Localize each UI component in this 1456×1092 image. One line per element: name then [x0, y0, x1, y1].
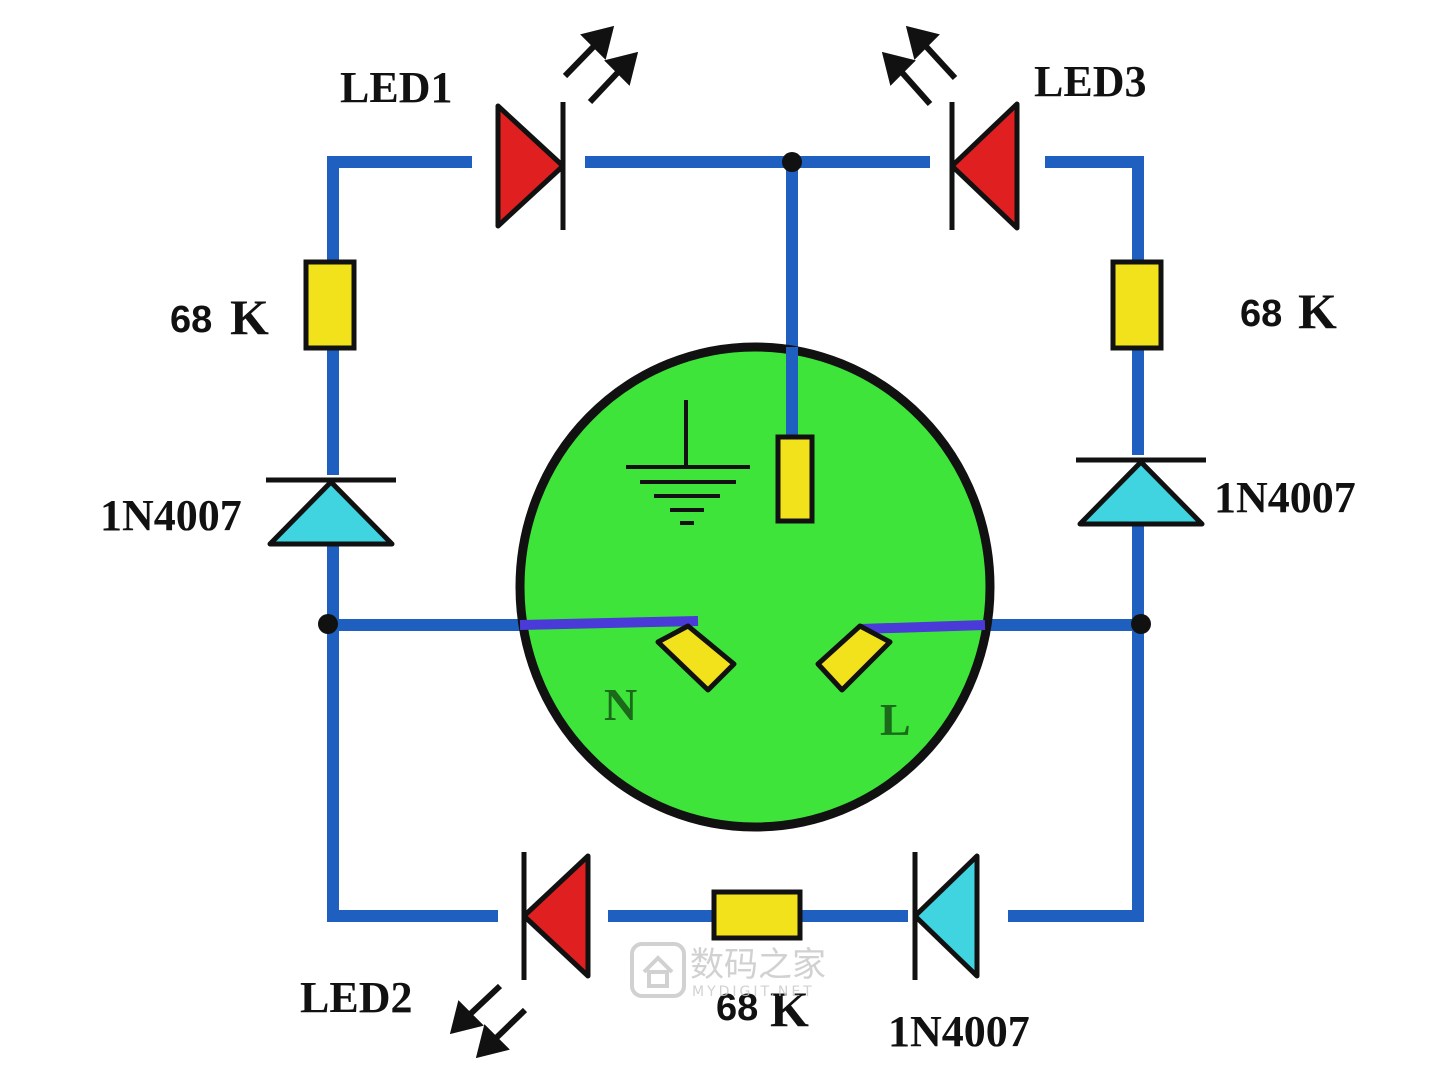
- socket-body: [515, 342, 995, 832]
- resistor-right-unit: K: [1298, 283, 1337, 339]
- resistor-right: [1110, 259, 1164, 351]
- resistor-bottom-unit: K: [770, 981, 809, 1037]
- home-icon: [630, 942, 686, 998]
- diode-left-label: 1N4007: [100, 491, 242, 540]
- wire-top-left: [327, 156, 472, 262]
- wire-left-bottom: [327, 625, 498, 922]
- led2-triangle: [521, 853, 591, 979]
- resistor-bottom: [711, 889, 803, 941]
- diode-bottom-label: 1N4007: [888, 1007, 1030, 1056]
- neutral-pin: [655, 623, 737, 693]
- wire-right-bottom: [1008, 625, 1144, 922]
- led3-light-arrows-icon: [881, 25, 958, 106]
- led3: [881, 25, 1020, 231]
- watermark-cn: 数码之家: [690, 945, 826, 985]
- led3-triangle: [949, 101, 1020, 231]
- resistor-bottom-label: 68 K: [716, 981, 809, 1037]
- diode-left-triangle: [267, 479, 395, 547]
- diode-right-triangle: [1077, 459, 1205, 527]
- earth-pin: [775, 434, 815, 524]
- resistor-bottom-value: 68: [716, 987, 758, 1029]
- diode-left: [266, 477, 396, 547]
- junction-top: [782, 152, 802, 172]
- wire-neutral-inner: [519, 616, 699, 630]
- resistor-left-label: 68 K: [170, 289, 269, 345]
- ground-icon: [626, 400, 750, 525]
- junction-right: [1131, 614, 1151, 634]
- resistor-right-label: 68 K: [1240, 283, 1337, 339]
- socket: N L: [515, 342, 995, 832]
- watermark-en: MYDIGIT.NET: [692, 984, 815, 1000]
- neutral-label: N: [604, 679, 637, 730]
- resistor-left: [303, 259, 357, 351]
- led2: [449, 852, 591, 1059]
- live-pin: [815, 623, 893, 693]
- watermark: 数码之家 MYDIGIT.NET: [630, 942, 826, 1000]
- led3-label: LED3: [1034, 57, 1146, 106]
- resistor-left-unit: K: [230, 289, 269, 345]
- led1-light-arrows-icon: [562, 25, 639, 105]
- diode-right-label: 1N4007: [1214, 473, 1356, 522]
- led1: [495, 25, 639, 230]
- resistor-left-value: 68: [170, 299, 212, 341]
- diode-bottom: [912, 852, 980, 980]
- resistor-right-value: 68: [1240, 293, 1282, 335]
- wire-live-inner: [859, 620, 986, 634]
- led2-label: LED2: [300, 973, 412, 1022]
- led2-light-arrows-icon: [449, 983, 528, 1059]
- wire-top-right: [1045, 156, 1144, 262]
- wires: [327, 156, 1144, 922]
- diode-right: [1076, 457, 1206, 527]
- junction-left: [318, 614, 338, 634]
- led1-label: LED1: [340, 63, 452, 112]
- led1-triangle: [495, 103, 566, 229]
- live-label: L: [880, 694, 911, 745]
- diode-bottom-triangle: [912, 853, 980, 979]
